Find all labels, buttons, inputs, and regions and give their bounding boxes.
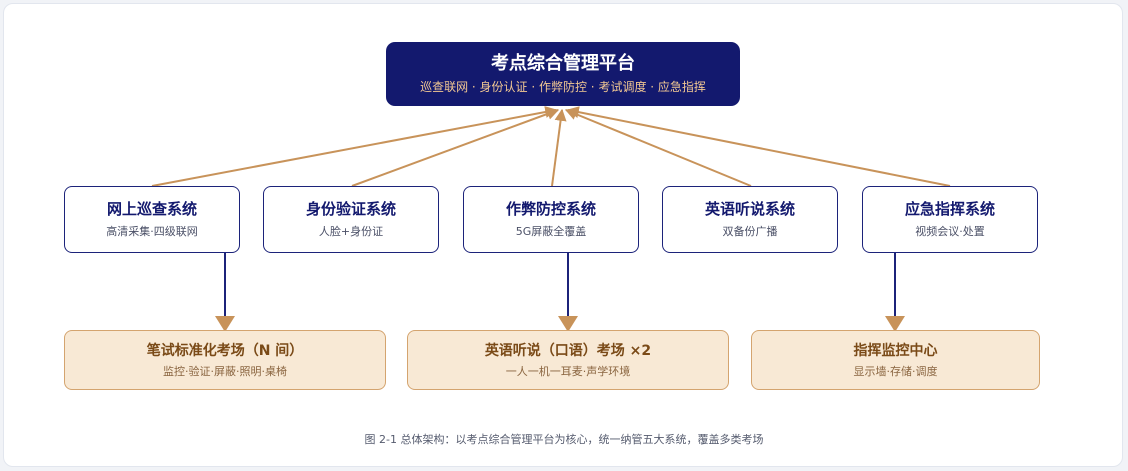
room-title: 笔试标准化考场（N 间）	[146, 342, 304, 359]
platform-node[interactable]: 考点综合管理平台 巡查联网 · 身份认证 · 作弊防控 · 考试调度 · 应急指…	[386, 42, 740, 106]
room-desc: 监控·验证·屏蔽·照明·桌椅	[163, 364, 287, 378]
connector-line-3	[551, 108, 567, 187]
system-desc: 高清采集·四级联网	[106, 225, 198, 238]
system-title: 网上巡查系统	[106, 200, 197, 218]
platform-title: 考点综合管理平台	[491, 52, 635, 74]
system-desc: 5G屏蔽全覆盖	[515, 225, 587, 238]
arrowhead-2	[558, 316, 578, 332]
system-desc: 视频会议·处置	[915, 225, 985, 238]
connector-line-1	[151, 106, 558, 187]
system-desc: 双备份广播	[722, 225, 778, 238]
system-node-patrol[interactable]: 网上巡查系统 高清采集·四级联网	[64, 186, 240, 253]
room-desc: 显示墙·存储·调度	[853, 364, 938, 378]
room-title: 英语听说（口语）考场 ×2	[484, 342, 652, 359]
system-node-anticheat[interactable]: 作弊防控系统 5G屏蔽全覆盖	[463, 186, 639, 253]
room-node-command[interactable]: 指挥监控中心 显示墙·存储·调度	[751, 330, 1040, 390]
connector-line-2	[351, 108, 560, 187]
arrowhead-3	[885, 316, 905, 332]
room-title: 指挥监控中心	[853, 342, 938, 359]
system-title: 英语听说系统	[704, 200, 795, 218]
system-title: 身份验证系统	[305, 200, 396, 218]
room-desc: 一人一机一耳麦·声学环境	[505, 364, 631, 378]
figure-caption: 图 2-1 总体架构：以考点综合管理平台为核心，统一纳管五大系统，覆盖多类考场	[364, 433, 764, 446]
system-title: 应急指挥系统	[904, 200, 995, 218]
room-node-oral[interactable]: 英语听说（口语）考场 ×2 一人一机一耳麦·声学环境	[407, 330, 729, 390]
system-title: 作弊防控系统	[505, 200, 596, 218]
connector-line-4	[564, 108, 752, 187]
platform-subtitle: 巡查联网 · 身份认证 · 作弊防控 · 考试调度 · 应急指挥	[420, 79, 706, 94]
system-node-identity[interactable]: 身份验证系统 人脸+身份证	[263, 186, 439, 253]
system-node-listening[interactable]: 英语听说系统 双备份广播	[662, 186, 838, 253]
system-desc: 人脸+身份证	[318, 225, 384, 238]
room-node-written[interactable]: 笔试标准化考场（N 间） 监控·验证·屏蔽·照明·桌椅	[64, 330, 386, 390]
connector-line-5	[566, 106, 951, 187]
arrowhead-1	[215, 316, 235, 332]
system-node-emergency[interactable]: 应急指挥系统 视频会议·处置	[862, 186, 1038, 253]
